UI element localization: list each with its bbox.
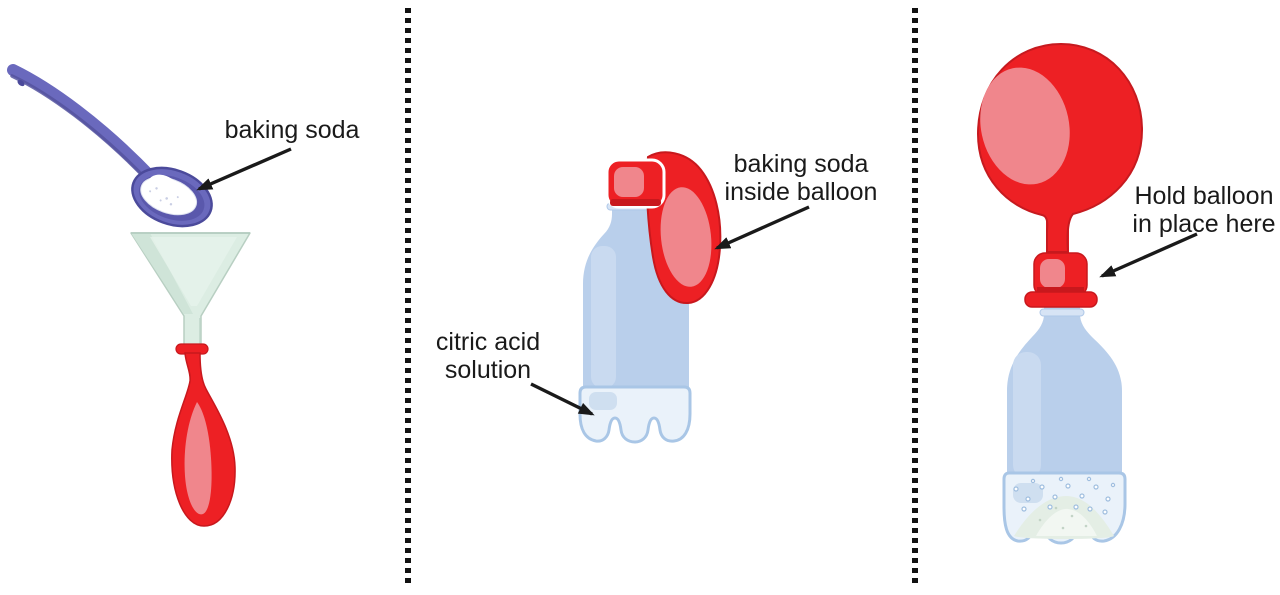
baking-soda-label: baking soda xyxy=(224,116,360,144)
balloon-rolled-ring xyxy=(1024,291,1098,308)
base-highlight xyxy=(589,392,617,410)
panel-2-illustration xyxy=(530,151,810,444)
bottle-highlight xyxy=(591,246,616,388)
funnel-icon xyxy=(130,232,251,348)
drooping-balloon-icon xyxy=(605,151,722,305)
baking-soda-powder xyxy=(140,174,198,216)
spoon-hole xyxy=(17,79,25,87)
panel-separator xyxy=(405,8,411,588)
inflated-balloon-icon xyxy=(976,42,1144,308)
panel-separator xyxy=(912,8,918,588)
hold-balloon-arrow xyxy=(1099,232,1198,278)
spoon-icon xyxy=(7,64,213,228)
panel-1-illustration xyxy=(7,64,292,527)
bottle-highlight xyxy=(1013,352,1041,478)
bottle-icon xyxy=(1002,302,1127,545)
panel-3-illustration xyxy=(976,42,1198,545)
bubbles xyxy=(1013,476,1116,515)
citric-acid-solution-label: citric acid solution xyxy=(435,328,541,384)
baking-soda-arrow xyxy=(196,147,292,191)
deflated-balloon-icon xyxy=(171,352,236,527)
balloon-arrow xyxy=(714,205,810,250)
solution-arrow xyxy=(530,382,595,416)
baking-soda-inside-balloon-label: baking soda inside balloon xyxy=(724,150,878,206)
bottle-neck-ring xyxy=(1039,308,1085,317)
hold-balloon-label: Hold balloon in place here xyxy=(1132,182,1276,238)
base-highlight xyxy=(1013,483,1043,503)
